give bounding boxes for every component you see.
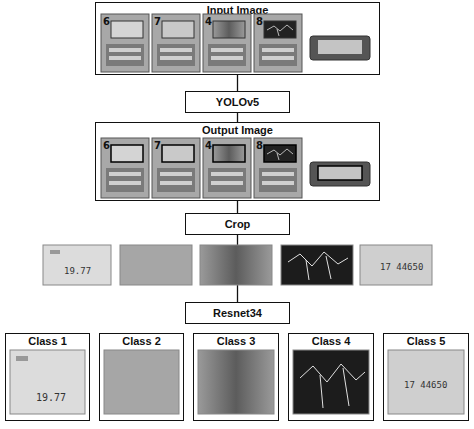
handwritten-digit: 8 [256,140,263,151]
node-label: Class 4 [312,335,351,347]
handwritten-digit: 6 [103,140,110,151]
node-label: Output Image [202,124,273,136]
flow-connector [237,201,238,213]
display-reading: 19.77 [64,266,91,277]
handwritten-digit: 4 [205,16,212,27]
node-label: Input Image [207,4,269,16]
handwritten-digit: 7 [154,140,161,151]
handwritten-digit: 6 [103,16,110,27]
flow-connector [237,75,238,91]
cropped-display [43,245,432,285]
class-box: Class 2 [99,333,184,421]
process-box: Resnet34 [185,302,290,324]
handwritten-digit: 7 [154,16,161,27]
image-group-box: Input Image [95,2,380,75]
node-label: Resnet34 [213,307,262,319]
node-label: Class 2 [122,335,161,347]
display-reading: 17 44650 [380,262,423,273]
display-reading: 19.77 [36,392,66,403]
display-reading: 17 44650 [404,380,447,391]
class-box: Class 3 [193,333,279,421]
flow-connector [237,113,238,122]
handwritten-digit: 8 [256,16,263,27]
class-box: Class 5 [383,333,469,421]
node-label: Class 3 [217,335,256,347]
process-box: Crop [185,213,290,235]
image-group-box: Output Image [95,122,380,201]
node-label: Class 5 [407,335,446,347]
node-label: Class 1 [28,335,67,347]
node-label: YOLOv5 [216,96,259,108]
class-box: Class 1 [5,333,90,421]
class-box: Class 4 [288,333,374,421]
handwritten-digit: 4 [205,140,212,151]
flow-connector [237,235,238,302]
process-box: YOLOv5 [185,91,290,113]
node-label: Crop [225,218,251,230]
